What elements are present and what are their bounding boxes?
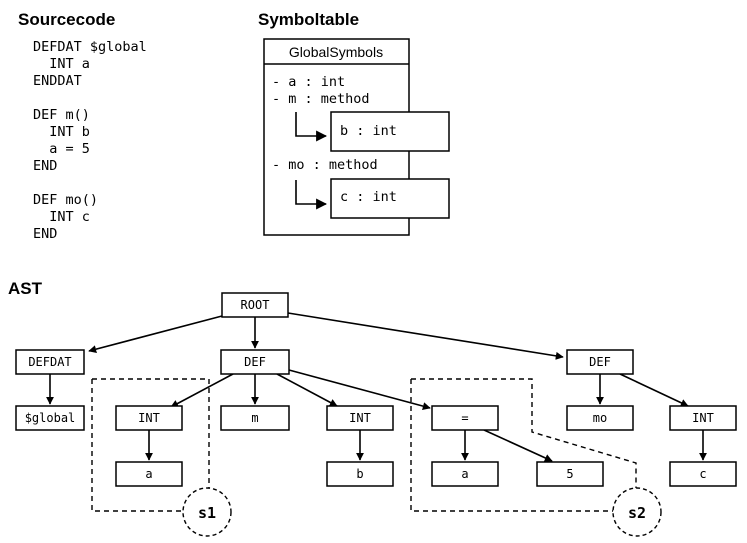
scope-marker-s1: s1 [182, 487, 232, 537]
ast-node-int-b: INT [326, 405, 394, 431]
source-code-block: DEFDAT $global INT a ENDDAT DEF m() INT … [33, 39, 147, 242]
nested-symbol: c : int [340, 189, 397, 205]
ast-node-mo: mo [566, 405, 634, 431]
ast-edges [46, 312, 707, 462]
node-label: a [461, 467, 468, 481]
ast-nodes: ROOT DEFDAT DEF DEF $global INT m INT [15, 292, 737, 487]
node-label: c [699, 467, 706, 481]
source-line: INT c [33, 209, 90, 225]
scope-link-arrow [295, 112, 328, 142]
sourcecode-heading: Sourcecode [18, 10, 115, 29]
nested-symbol: b : int [340, 123, 397, 139]
ast-heading: AST [8, 279, 43, 298]
edge [483, 429, 553, 462]
node-label: b [356, 467, 363, 481]
edge [619, 373, 689, 407]
node-label: m [251, 411, 258, 425]
scope-link-arrow [295, 180, 328, 210]
source-line: END [33, 158, 57, 174]
node-label: INT [349, 411, 371, 425]
source-line: ENDDAT [33, 73, 82, 89]
source-line: INT a [33, 56, 90, 72]
ast-node-a: a [115, 461, 183, 487]
ast-node-a-assign: a [431, 461, 499, 487]
source-line: DEFDAT $global [33, 39, 147, 55]
ast-node-root: ROOT [221, 292, 289, 318]
scope-region-s1 [91, 378, 210, 512]
global-symbols-title: GlobalSymbols [289, 44, 383, 60]
node-label: DEF [244, 355, 266, 369]
scope-label: s1 [198, 504, 216, 522]
scope-marker-s2: s2 [612, 487, 662, 537]
source-line: DEF mo() [33, 192, 98, 208]
edge [88, 315, 223, 354]
ast-node-five: 5 [536, 461, 604, 487]
source-line: INT b [33, 124, 90, 140]
ast-node-c: c [669, 461, 737, 487]
ast-node-int-c: INT [669, 405, 737, 431]
node-label: INT [692, 411, 714, 425]
symbol-entry: - mo : method [272, 157, 378, 173]
ast-node-defdat: DEFDAT [15, 349, 85, 375]
node-label: ROOT [241, 298, 270, 312]
node-label: 5 [566, 467, 573, 481]
edge [276, 373, 338, 407]
source-line: a = 5 [33, 141, 90, 157]
edge [287, 312, 564, 360]
node-label: = [461, 411, 468, 425]
nested-scope-m [330, 111, 450, 152]
ast-node-global: $global [15, 405, 85, 431]
node-label: mo [593, 411, 607, 425]
edge [170, 373, 234, 408]
node-label: INT [138, 411, 160, 425]
scope-label: s2 [628, 504, 646, 522]
ast-node-def-m: DEF [220, 349, 290, 375]
edge [288, 369, 431, 410]
node-label: DEFDAT [28, 355, 71, 369]
node-label: a [145, 467, 152, 481]
symbol-entry: - a : int [272, 74, 345, 90]
source-line: END [33, 226, 57, 242]
ast-node-m: m [220, 405, 290, 431]
ast-node-assign: = [431, 405, 499, 431]
ast-node-int-a: INT [115, 405, 183, 431]
source-line: DEF m() [33, 107, 90, 123]
nested-scope-mo [330, 178, 450, 219]
node-label: $global [25, 411, 76, 425]
symboltable-heading: Symboltable [258, 10, 359, 29]
symbol-table: GlobalSymbols - a : int - m : method - m… [263, 38, 450, 236]
scope-region-s2 [410, 378, 637, 512]
ast-node-b: b [326, 461, 394, 487]
node-label: DEF [589, 355, 611, 369]
ast-node-def-mo: DEF [566, 349, 634, 375]
symbol-entry: - m : method [272, 91, 370, 107]
